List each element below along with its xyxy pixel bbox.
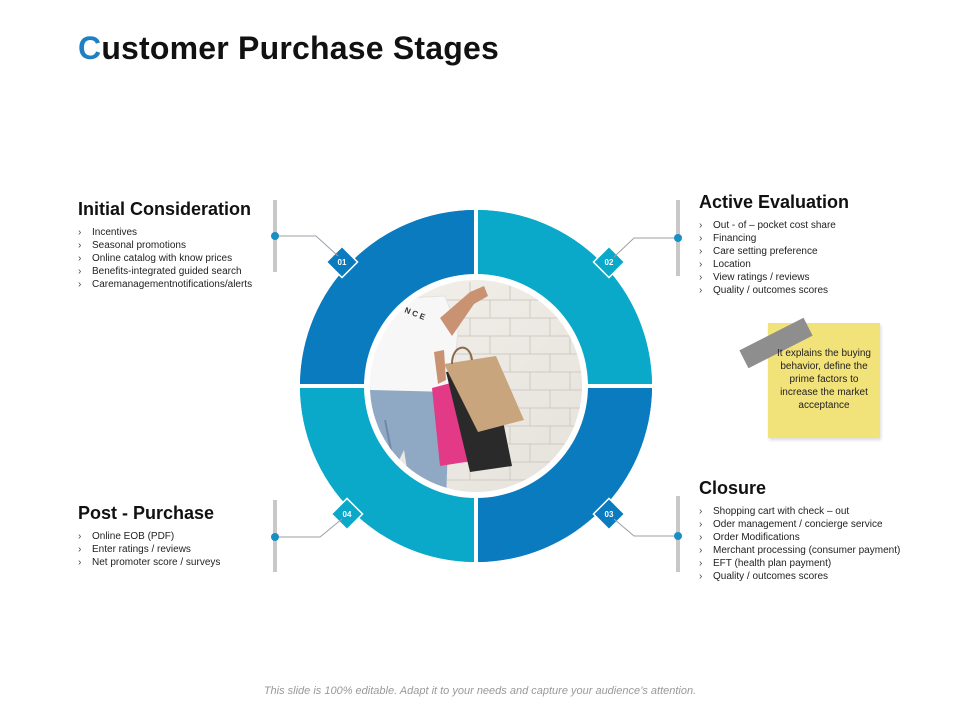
ring-fill-02: [478, 210, 652, 384]
footer-note: This slide is 100% editable. Adapt it to…: [263, 685, 697, 697]
stage-initial-consideration: Initial Consideration ›Incentives ›Seaso…: [78, 199, 278, 291]
page-title: Customer Purchase Stages: [78, 30, 499, 67]
list-item: ›EFT (health plan payment): [699, 558, 832, 569]
dot-01: [271, 232, 279, 240]
stage-list: ›Incentives ›Seasonal promotions ›Online…: [78, 226, 278, 291]
dot-04: [271, 533, 279, 541]
list-item: ›Out - of – pocket cost share: [699, 220, 836, 231]
stage-title: Post - Purchase: [78, 503, 215, 523]
badge-03-label: 03: [605, 510, 614, 519]
list-item: ›Order Modifications: [699, 532, 800, 543]
badge-01: 01: [325, 245, 359, 279]
list-item: ›Quality / outcomes scores: [699, 571, 829, 582]
stage-title: Active Evaluation: [699, 192, 850, 212]
connector-04: [276, 518, 343, 538]
connector-03: [613, 518, 676, 537]
list-item: ›Net promoter score / surveys: [78, 557, 221, 568]
stage-post-purchase: Post - Purchase ›Online EOB (PDF) ›Enter…: [78, 503, 278, 569]
title-rest: ustomer Purchase Stages: [101, 30, 499, 66]
list-item: ›Caremanagementnotifications/alerts: [78, 279, 253, 290]
stage-closure: Closure ›Shopping cart with check – out …: [699, 478, 919, 583]
list-item: ›View ratings / reviews: [699, 272, 810, 283]
list-item: ›Online catalog with know prices: [78, 253, 233, 264]
list-item: ›Incentives: [78, 227, 138, 238]
stage-title: Initial Consideration: [78, 199, 252, 219]
badge-01-label: 01: [338, 258, 347, 267]
title-first-letter: C: [78, 30, 102, 66]
list-item: ›Shopping cart with check – out: [699, 506, 850, 517]
connector-02: [613, 237, 676, 258]
sticky-note: It explains the buying behavior, define …: [739, 317, 880, 438]
stage-list: ›Shopping cart with check – out ›Oder ma…: [699, 505, 919, 583]
stage-title: Closure: [699, 478, 767, 498]
list-item: ›Benefits-integrated guided search: [78, 266, 242, 277]
list-item: ›Quality / outcomes scores: [699, 285, 829, 296]
badge-04-label: 04: [343, 510, 352, 519]
ring-fill-04: [300, 388, 474, 562]
list-item: ›Location: [699, 259, 751, 270]
sticky-note-text: It explains the buying behavior, define …: [777, 348, 871, 411]
list-item: ›Online EOB (PDF): [78, 531, 175, 542]
ring-fill-03: [478, 388, 652, 562]
dot-02: [674, 234, 682, 242]
list-item: ›Financing: [699, 233, 757, 244]
connector-01: [276, 235, 339, 257]
ring-fill-01: [300, 210, 474, 384]
list-item: ›Merchant processing (consumer payment): [699, 545, 901, 556]
list-item: ›Seasonal promotions: [78, 240, 186, 251]
badge-02-label: 02: [605, 258, 614, 267]
list-item: ›Care setting preference: [699, 246, 818, 257]
dot-03: [674, 532, 682, 540]
list-item: ›Oder management / concierge service: [699, 519, 883, 530]
stage-active-evaluation: Active Evaluation ›Out - of – pocket cos…: [699, 192, 929, 297]
stage-list: ›Out - of – pocket cost share ›Financing…: [699, 219, 929, 297]
stage-list: ›Online EOB (PDF) ›Enter ratings / revie…: [78, 530, 278, 569]
list-item: ›Enter ratings / reviews: [78, 544, 191, 555]
